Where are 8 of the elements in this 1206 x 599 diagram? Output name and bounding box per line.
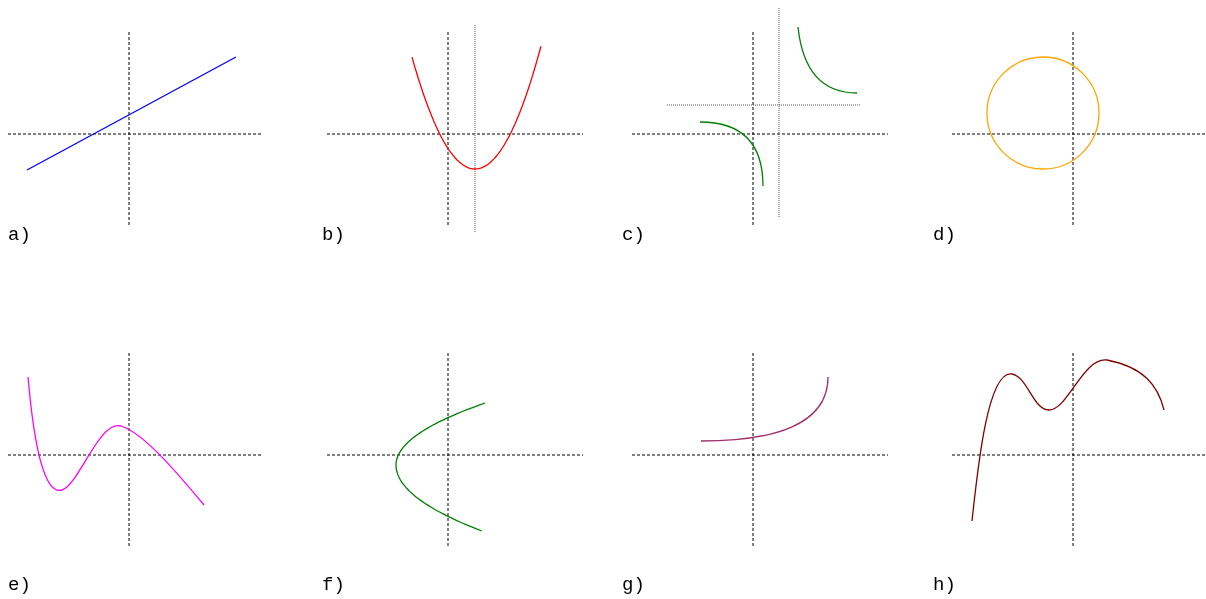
panel-label: d) — [933, 224, 956, 246]
panel-label: c) — [622, 224, 645, 246]
panel-label: b) — [322, 224, 345, 246]
panel-label: h) — [933, 574, 956, 596]
panel-label: a) — [8, 224, 31, 246]
panel-label: g) — [622, 574, 645, 596]
panel-label: e) — [8, 574, 31, 596]
panel-label: f) — [322, 574, 345, 596]
